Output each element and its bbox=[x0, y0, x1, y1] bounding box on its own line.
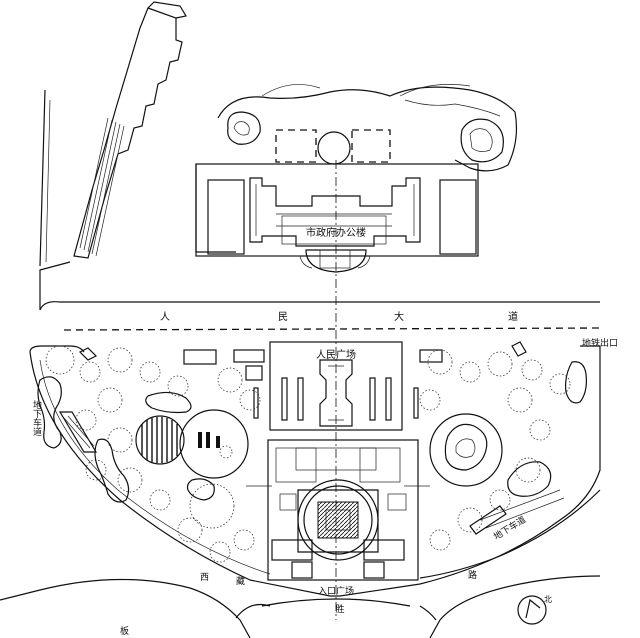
left-underground-passage: 地下车道 bbox=[31, 399, 98, 453]
city-hall-block: 市政府办公楼 bbox=[195, 163, 479, 273]
east-round-garden bbox=[429, 413, 503, 487]
west-garden-trees bbox=[45, 345, 261, 563]
north-label: 北 bbox=[544, 595, 552, 604]
underground-passage-label-right: 地下车道 bbox=[491, 513, 528, 542]
metro-exit-label: 地铁出口 bbox=[582, 337, 618, 349]
east-garden-trees bbox=[419, 349, 571, 551]
road-char-3: 路 bbox=[468, 569, 477, 581]
round-plaza bbox=[179, 409, 249, 479]
road-char-5: 胜 bbox=[335, 604, 344, 615]
avenue-char-4: 道 bbox=[508, 310, 518, 323]
renmin-avenue: 人 民 大 道 bbox=[63, 310, 601, 331]
entrance-square-label: 入口广场 bbox=[318, 585, 354, 597]
road-char-1: 西 bbox=[200, 572, 209, 583]
museum-complex: 入口广场 bbox=[246, 439, 430, 597]
east-pond bbox=[460, 118, 504, 163]
north-park bbox=[217, 84, 518, 172]
corner-char: 板 bbox=[120, 625, 129, 637]
underground-passage-label-left: 地下车道 bbox=[31, 399, 42, 437]
southern-road: 西 藏 路 胜 板 bbox=[0, 569, 601, 638]
west-garden bbox=[37, 345, 265, 563]
road-char-2: 藏 bbox=[236, 575, 245, 587]
avenue-char-1: 人 bbox=[160, 311, 170, 323]
north-arrow-icon: 北 bbox=[517, 595, 552, 625]
amphitheatre bbox=[135, 415, 185, 465]
west-pond bbox=[227, 111, 261, 145]
northwest-building-strip bbox=[73, 1, 187, 259]
square-tree-rows bbox=[253, 377, 419, 421]
museum-building bbox=[297, 479, 379, 561]
northwest-road bbox=[39, 89, 600, 311]
peoples-square-label: 人民广场 bbox=[316, 348, 356, 361]
peoples-square: 人民广场 bbox=[253, 341, 419, 431]
south-park-outline bbox=[29, 345, 601, 597]
avenue-char-2: 民 bbox=[278, 311, 288, 323]
right-underground-passage: 地下车道 bbox=[469, 505, 528, 543]
east-garden bbox=[419, 341, 587, 551]
avenue-char-3: 大 bbox=[394, 310, 404, 323]
